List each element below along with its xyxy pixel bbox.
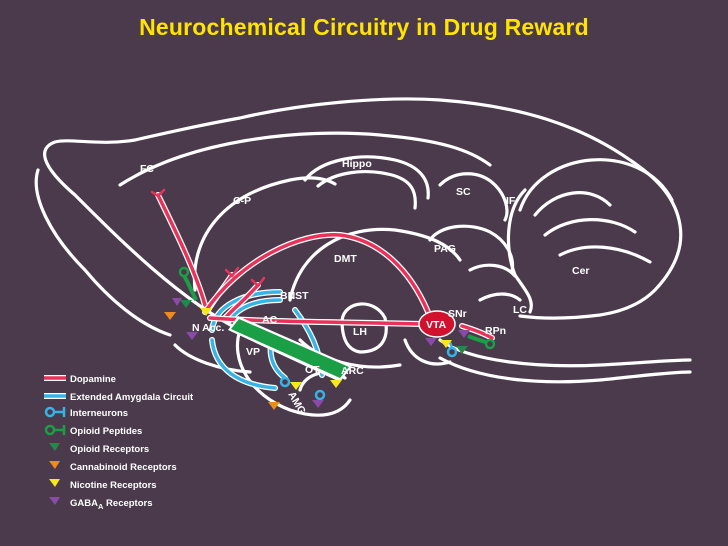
vta-node bbox=[418, 310, 456, 338]
legend-label-opioid-peptides: Opioid Peptides bbox=[70, 426, 142, 437]
legend-label-gaba-receptors: GABAA Receptors bbox=[70, 498, 153, 511]
legend-gaba-suffix: Receptors bbox=[103, 498, 152, 509]
label-vta: VTA bbox=[426, 319, 447, 331]
label-hippo: Hippo bbox=[342, 158, 372, 170]
label-rpn: RPn bbox=[485, 325, 506, 337]
legend-label-nicotine-receptors: Nicotine Receptors bbox=[70, 480, 157, 491]
opioid-peptide-pathway bbox=[178, 266, 496, 382]
gaba-receptor-icon bbox=[425, 338, 437, 346]
opioid-receptor-icon bbox=[49, 443, 60, 451]
legend-item-gaba-receptors: GABAA Receptors bbox=[49, 497, 153, 511]
interneuron-icon bbox=[44, 406, 56, 418]
gaba-receptor-icon bbox=[458, 330, 470, 338]
nicotine-receptor-icon bbox=[290, 382, 302, 390]
label-if: IF bbox=[506, 195, 516, 207]
opioid-receptor-icon bbox=[456, 346, 468, 354]
receptor-markers bbox=[164, 298, 470, 410]
label-bnst: BNST bbox=[280, 290, 309, 302]
gaba-receptor-icon bbox=[186, 332, 198, 340]
legend-label-interneurons: Interneurons bbox=[70, 408, 128, 419]
label-lh: LH bbox=[353, 326, 367, 338]
label-ot: OT bbox=[305, 364, 320, 376]
label-lc: LC bbox=[513, 304, 527, 316]
label-nacc: N Acc. bbox=[192, 322, 224, 334]
legend: Dopamine Extended Amygdala Circuit Inter… bbox=[44, 374, 194, 511]
label-snr: SNr bbox=[448, 308, 467, 320]
legend-item-cannabinoid-receptors: Cannabinoid Receptors bbox=[49, 461, 177, 473]
interneuron-markers bbox=[279, 341, 458, 401]
legend-label-cannabinoid-receptors: Cannabinoid Receptors bbox=[70, 462, 177, 473]
cannabinoid-receptor-icon bbox=[268, 402, 280, 410]
gaba-receptor-icon bbox=[49, 497, 60, 505]
legend-label-opioid-receptors: Opioid Receptors bbox=[70, 444, 149, 455]
nicotine-receptor-icon bbox=[200, 308, 212, 316]
legend-gaba-subscript: A bbox=[98, 502, 104, 511]
legend-label-extended-amygdala: Extended Amygdala Circuit bbox=[70, 392, 194, 403]
legend-item-opioid-peptides: Opioid Peptides bbox=[44, 424, 142, 437]
label-dmt: DMT bbox=[334, 253, 357, 265]
diagram-title: Neurochemical Circuitry in Drug Reward bbox=[139, 14, 589, 40]
dopamine-pathways bbox=[150, 188, 495, 341]
brain-outline bbox=[34, 97, 692, 417]
legend-label-dopamine: Dopamine bbox=[70, 374, 116, 385]
cannabinoid-receptor-icon bbox=[164, 312, 176, 320]
legend-gaba-prefix: GABA bbox=[70, 498, 98, 509]
label-arc: ARC bbox=[341, 365, 364, 377]
gaba-receptor-icon bbox=[172, 298, 182, 306]
legend-item-dopamine: Dopamine bbox=[44, 374, 116, 385]
nicotine-receptor-icon bbox=[440, 340, 452, 348]
label-cp: C-P bbox=[233, 195, 251, 207]
label-sc: SC bbox=[456, 186, 471, 198]
label-amg: AMG bbox=[285, 390, 308, 417]
nicotine-receptor-icon bbox=[49, 479, 60, 487]
legend-item-interneurons: Interneurons bbox=[44, 406, 128, 419]
label-fc: FC bbox=[140, 163, 154, 175]
legend-item-nicotine-receptors: Nicotine Receptors bbox=[49, 479, 157, 491]
label-cer: Cer bbox=[572, 265, 590, 277]
legend-item-extended-amygdala: Extended Amygdala Circuit bbox=[44, 392, 194, 403]
label-ac: AC bbox=[262, 314, 278, 326]
label-pag: PAG bbox=[434, 243, 456, 255]
label-vp: VP bbox=[246, 346, 260, 358]
nicotine-receptor-icon bbox=[330, 380, 342, 388]
legend-item-opioid-receptors: Opioid Receptors bbox=[49, 443, 149, 455]
opioid-peptide-icon bbox=[44, 424, 56, 436]
cannabinoid-receptor-icon bbox=[49, 461, 60, 469]
gaba-receptor-icon bbox=[312, 400, 324, 408]
opioid-receptor-icon bbox=[180, 300, 192, 308]
